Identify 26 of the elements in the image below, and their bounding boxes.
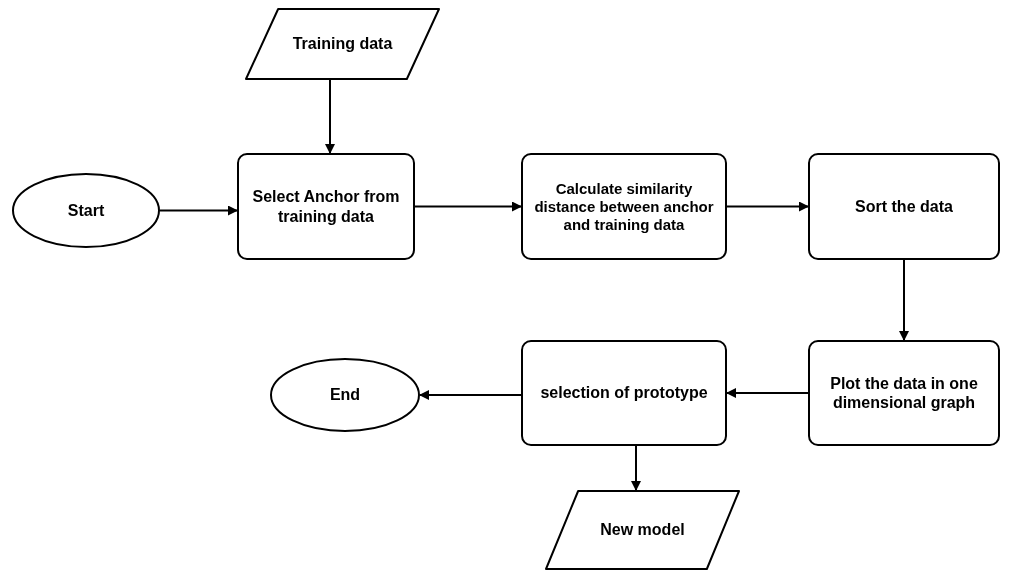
terminal-ellipse	[12, 173, 160, 248]
process-box	[808, 153, 1000, 260]
terminal-ellipse	[270, 358, 420, 432]
process-box	[521, 340, 727, 446]
node-label: selection of prototype	[539, 383, 709, 403]
node-label: Plot the data in one dimensional graph	[829, 373, 979, 413]
arrow	[325, 79, 335, 154]
node-label: End	[328, 385, 362, 405]
arrow	[631, 445, 641, 491]
process-box	[237, 153, 415, 260]
node-label: Select Anchor from training data	[251, 187, 401, 226]
arrow	[899, 259, 909, 341]
node-label: Training data	[291, 34, 394, 54]
data-parallelogram	[545, 490, 740, 570]
node-label: New model	[599, 520, 686, 540]
arrow	[726, 201, 809, 212]
process-box	[521, 153, 727, 260]
arrow	[419, 390, 522, 400]
arrow	[414, 201, 522, 212]
arrow	[726, 388, 809, 398]
arrow	[159, 205, 238, 216]
node-label: Sort the data	[854, 196, 954, 217]
node-label: Start	[66, 200, 106, 221]
process-box	[808, 340, 1000, 446]
data-parallelogram	[245, 8, 440, 80]
node-label: Calculate similarity distance between anchor and training data	[533, 179, 715, 234]
